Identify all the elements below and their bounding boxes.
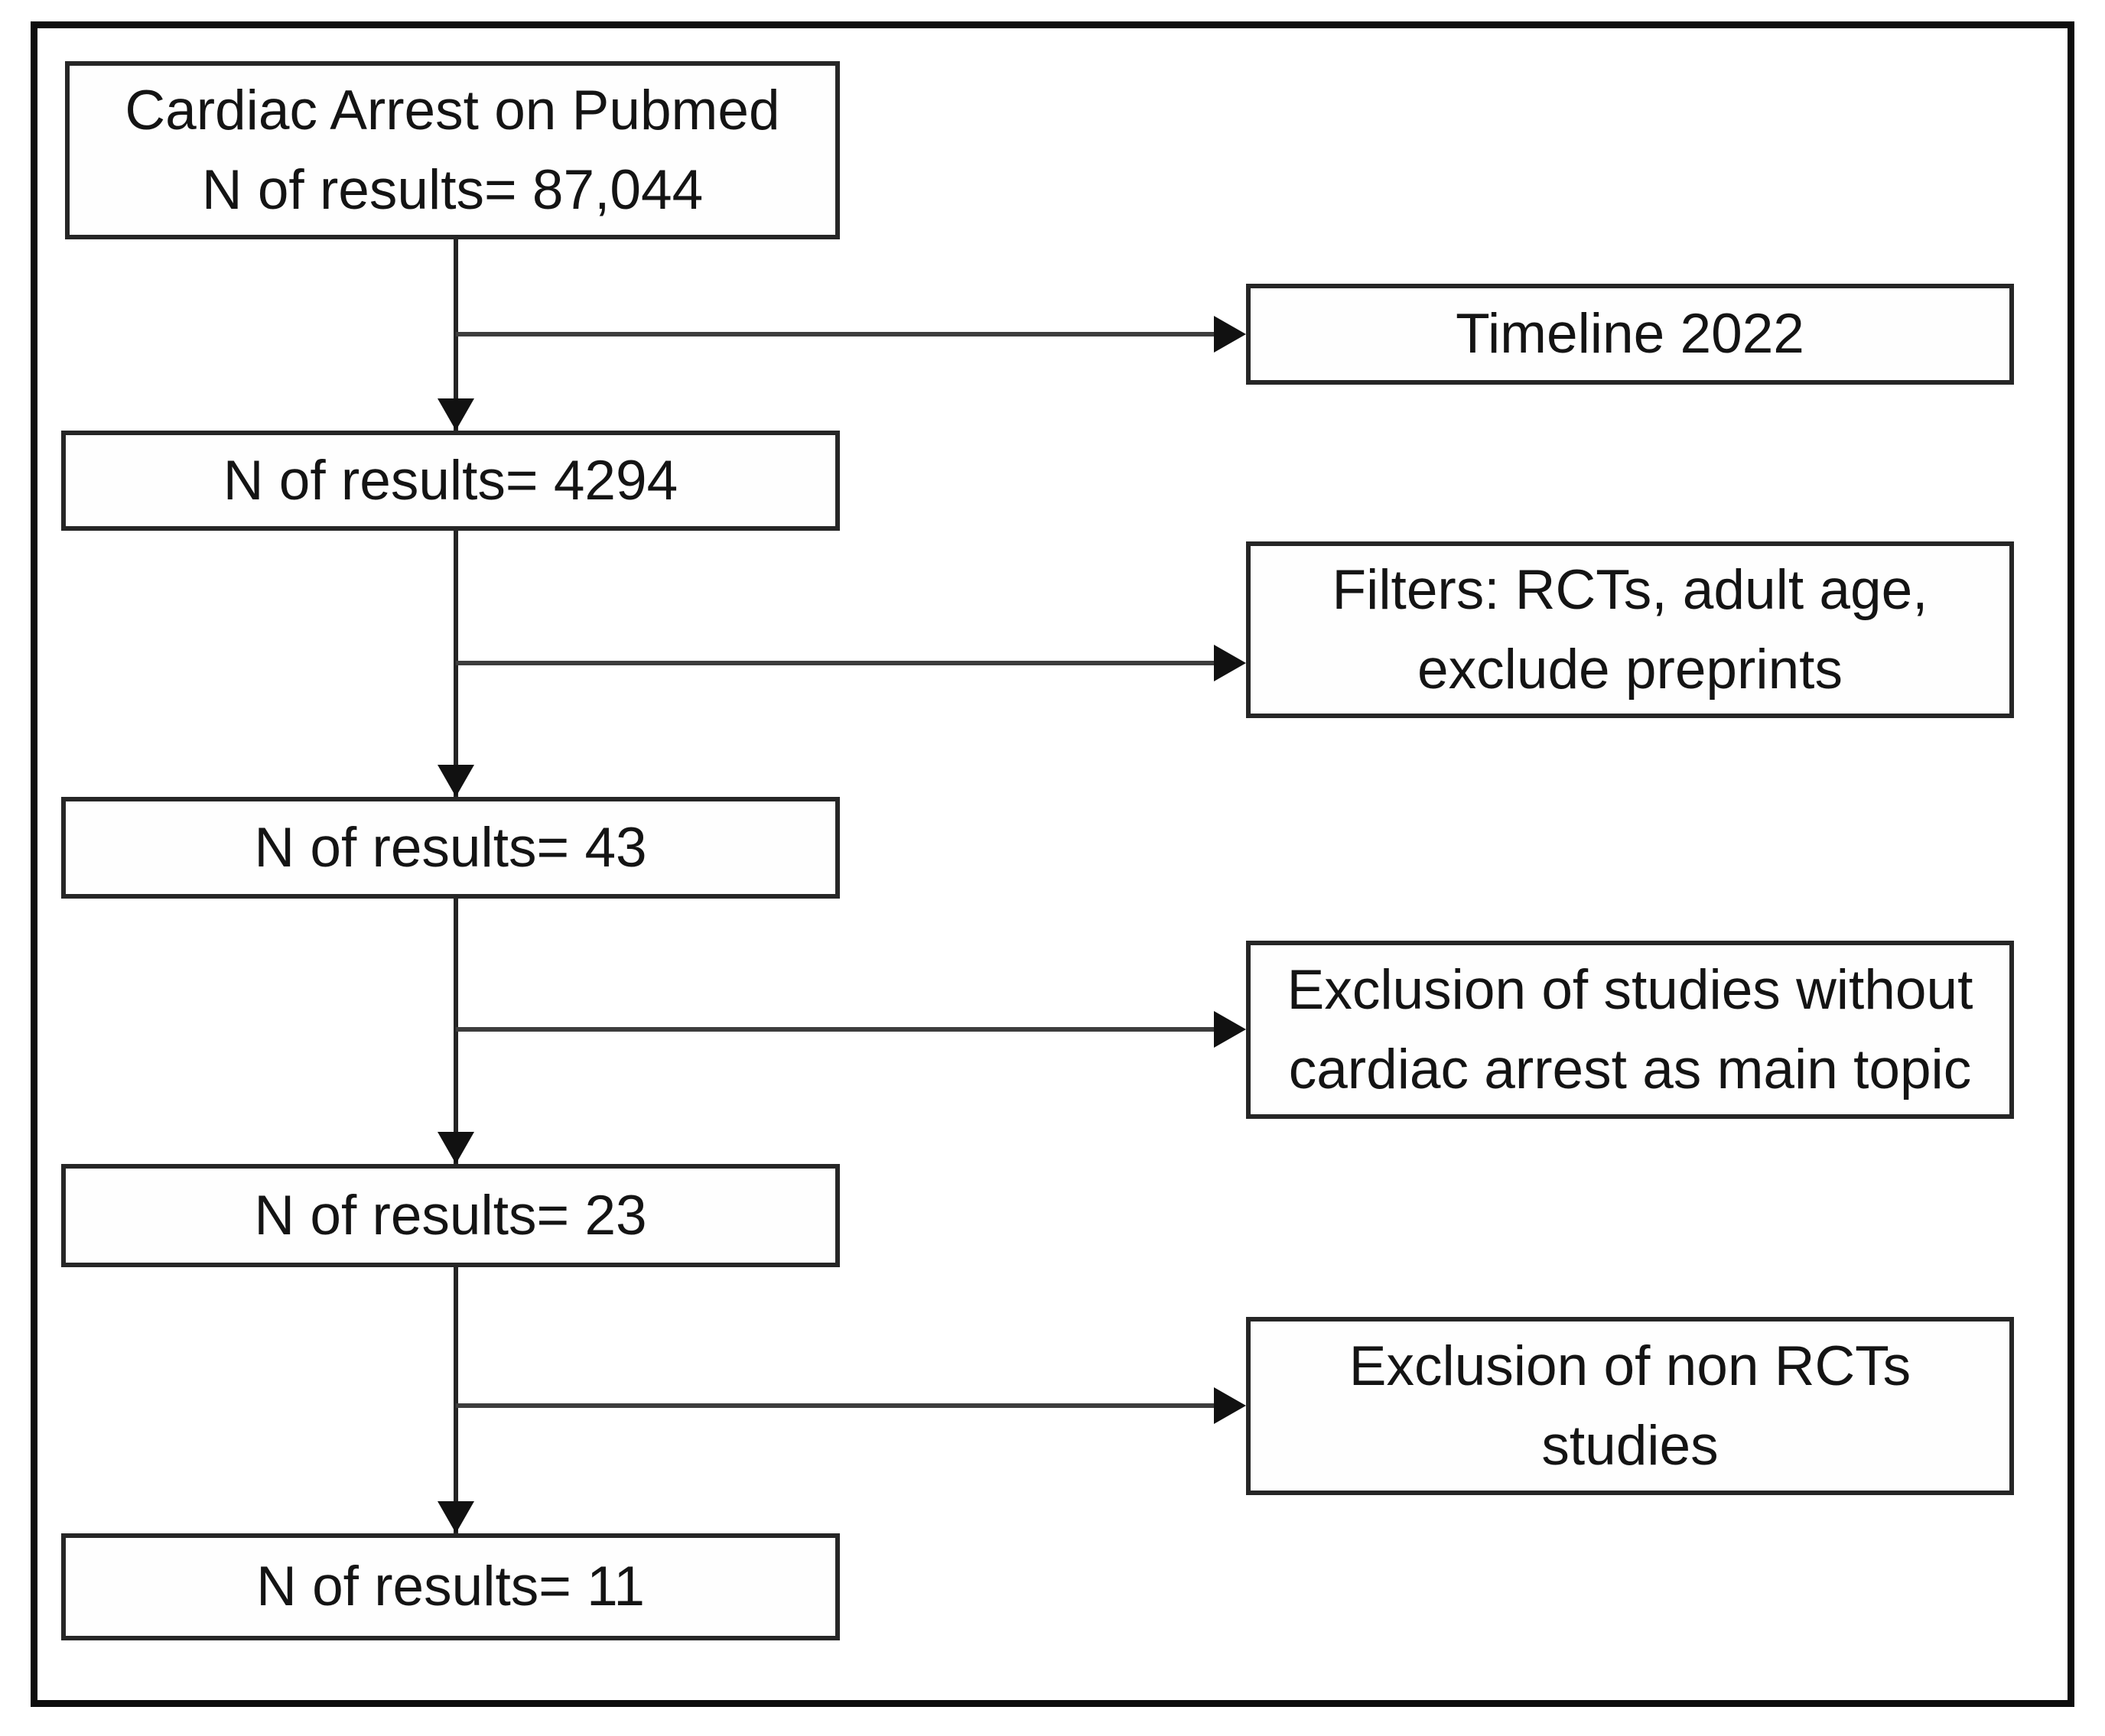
side-box-filters: Filters: RCTs, adult age, exclude prepri… (1246, 541, 2014, 718)
flow-box-results-11: N of results= 11 (61, 1533, 840, 1640)
flow-box-results-23: N of results= 23 (61, 1164, 840, 1267)
arrow-right-icon (1214, 1387, 1246, 1424)
side-box-exclusion-topic: Exclusion of studies without cardiac arr… (1246, 941, 2014, 1119)
side-box-timeline: Timeline 2022 (1246, 284, 2014, 385)
flow-box-search: Cardiac Arrest on Pubmed N of results= 8… (65, 61, 840, 239)
flow-box-results-4294: N of results= 4294 (61, 431, 840, 531)
branch-line-exclusion-rcts (456, 1403, 1216, 1408)
arrow-down-icon (438, 1132, 474, 1164)
branch-line-timeline (456, 332, 1216, 336)
arrow-right-icon (1214, 316, 1246, 353)
arrow-down-icon (438, 398, 474, 431)
branch-line-exclusion-topic (456, 1027, 1216, 1032)
arrow-right-icon (1214, 645, 1246, 681)
flow-box-results-43: N of results= 43 (61, 797, 840, 899)
connector-line-4 (454, 1267, 458, 1533)
arrow-down-icon (438, 1501, 474, 1533)
arrow-down-icon (438, 765, 474, 797)
side-box-exclusion-rcts: Exclusion of non RCTs studies (1246, 1317, 2014, 1495)
arrow-right-icon (1214, 1011, 1246, 1048)
branch-line-filters (456, 661, 1216, 665)
